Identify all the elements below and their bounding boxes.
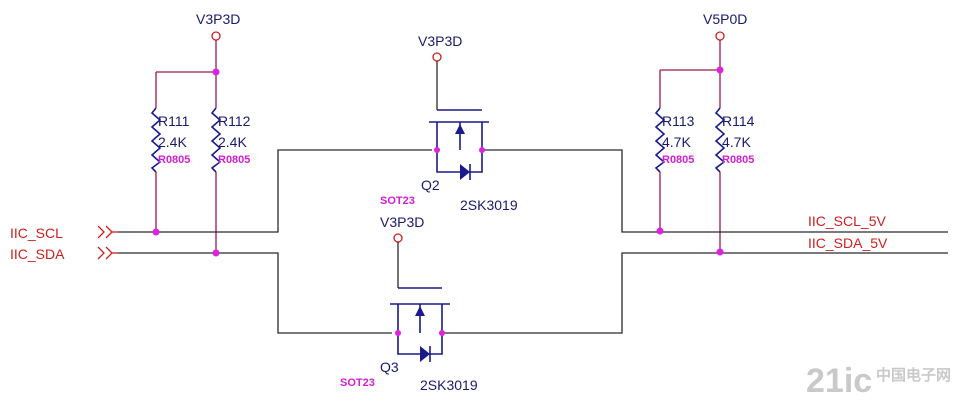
port-arrow-scl	[97, 225, 118, 239]
q2-part: 2SK3019	[460, 197, 518, 213]
wire-scl-low	[118, 149, 432, 233]
power-pin-q3: V3P3D	[380, 214, 424, 288]
power-label-q3: V3P3D	[380, 214, 424, 230]
mosfet-q3	[390, 287, 450, 362]
net-label-sda: IIC_SDA	[10, 246, 65, 262]
r112-footprint: R0805	[218, 154, 250, 166]
watermark-brand: 21ic	[806, 362, 872, 400]
resistor-r111	[150, 72, 162, 232]
r114-value: 4.7K	[722, 134, 751, 150]
junction-dot	[152, 228, 160, 236]
wire-sda-high	[442, 252, 948, 334]
resistor-r112	[210, 72, 222, 252]
r113-ref: R113	[662, 113, 695, 129]
junction-dot	[716, 248, 724, 256]
r113-value: 4.7K	[662, 134, 691, 150]
resistor-r114	[714, 70, 726, 252]
resistor-r113	[654, 70, 666, 231]
power-pin-left: V3P3D	[196, 11, 240, 72]
r112-ref: R112	[218, 113, 251, 129]
watermark-site: 中国电子网	[876, 366, 951, 384]
r111-ref: R111	[158, 113, 190, 129]
power-pin-q2: V3P3D	[418, 33, 462, 110]
net-label-sda-5v: IIC_SDA_5V	[808, 235, 888, 251]
junction-dot	[716, 66, 724, 74]
q2-ref: Q2	[421, 177, 440, 193]
power-pin-right: V5P0D	[703, 11, 747, 70]
junction-dot	[212, 249, 220, 257]
power-label-left: V3P3D	[196, 11, 240, 27]
power-label-right: V5P0D	[703, 11, 747, 27]
r114-footprint: R0805	[722, 154, 754, 166]
q2-package: SOT23	[380, 195, 415, 207]
watermark: 21ic 中国电子网	[806, 362, 951, 400]
q3-ref: Q3	[380, 359, 399, 375]
r113-footprint: R0805	[662, 154, 694, 166]
r114-ref: R114	[722, 113, 755, 129]
r111-footprint: R0805	[158, 154, 190, 166]
net-label-scl-5v: IIC_SCL_5V	[808, 213, 886, 229]
q3-package: SOT23	[340, 377, 375, 389]
wire-scl-high	[482, 149, 948, 233]
wire-sda-low	[118, 252, 392, 334]
port-arrow-sda	[97, 246, 118, 260]
net-label-scl: IIC_SCL	[10, 225, 63, 241]
r111-value: 2.4K	[158, 134, 187, 150]
q3-part: 2SK3019	[420, 377, 478, 393]
power-label-q2: V3P3D	[418, 33, 462, 49]
junction-dot	[656, 227, 664, 235]
junction-dot	[212, 68, 220, 76]
mosfet-q2	[429, 109, 489, 180]
r112-value: 2.4K	[218, 134, 247, 150]
